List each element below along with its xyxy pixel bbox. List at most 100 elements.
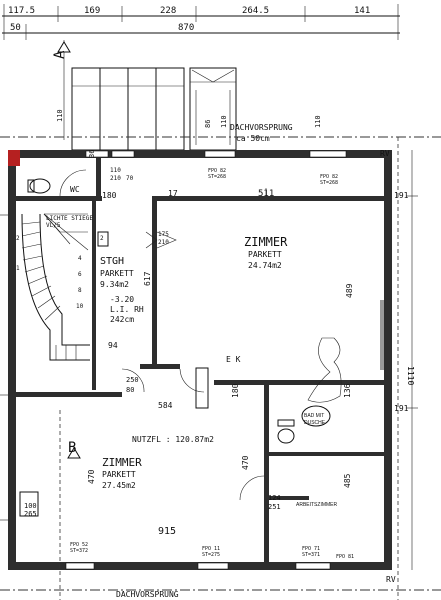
- rv-top: RV: [380, 149, 390, 158]
- dim-251: 251: [268, 503, 281, 511]
- dormer-dim-110c: 110: [314, 115, 322, 128]
- window-4-bot: ST=275: [202, 552, 220, 558]
- dim-136: 136: [343, 383, 352, 398]
- dim-870: 870: [178, 23, 194, 33]
- bath-room: BAD MIT DUSCHE 485: [277, 405, 352, 488]
- stair-rh: -3.20: [110, 295, 134, 304]
- roof-overhang-bottom: DACHVORSPRUNG: [116, 590, 179, 599]
- dim-100: 100: [24, 502, 37, 510]
- dormer-block: 110 110 110 86: [56, 67, 322, 151]
- dim-117-5: 117.5: [8, 6, 35, 16]
- stair-lirh: L.I. RH: [110, 305, 144, 314]
- dim-94: 94: [108, 341, 118, 350]
- shaft: [380, 300, 384, 370]
- section-b-marker: B: [59, 410, 81, 600]
- top-dimension-chain: 117.5 169 228 264.5 141 50 870: [2, 4, 400, 40]
- window-2-top: FPO 82: [320, 174, 338, 180]
- dim-180b: 180: [231, 383, 240, 398]
- dim-191-bottom: 191: [394, 404, 409, 413]
- hall-middle: 250 80 584 180 136: [121, 367, 352, 410]
- dim-915: 915: [158, 526, 176, 537]
- dim-489: 489: [345, 283, 354, 298]
- bottom-windows: FPO 52 ST=372 FPO 11 ST=275 FPO 71 ST=37…: [65, 542, 354, 570]
- roof-overhang-sub: ca 50cm: [236, 134, 270, 143]
- window-1-bot: ST=268: [208, 174, 226, 180]
- section-a-marker: A: [52, 40, 71, 140]
- lower-room: NUTZFL : 120.87m2 ZIMMER PARKETT 27.45m2…: [19, 435, 265, 537]
- interior-walls: [16, 158, 384, 570]
- stair-step-8: 8: [78, 287, 82, 294]
- section-a-label: A: [52, 50, 68, 59]
- study-name: ARBEITSZIMMER: [296, 502, 338, 508]
- section-b-label: B: [68, 440, 76, 456]
- stair-label-vl: VL/5: [46, 222, 61, 229]
- staircase: LICHTE STIEGE VL/5 1 2 4 6 8 10: [16, 213, 93, 361]
- dim-470b: 470: [241, 455, 250, 470]
- window-6-top: FPO 81: [336, 554, 354, 560]
- dim-180: 180: [102, 191, 117, 200]
- dim-17: 17: [168, 189, 178, 198]
- window-3-bot: ST=372: [70, 548, 88, 554]
- dim-110: 110: [110, 167, 121, 174]
- bath-sub: DUSCHE: [304, 420, 326, 426]
- chimney-marker: [8, 150, 20, 166]
- dim-141: 141: [354, 6, 370, 16]
- living-room: 511 ZIMMER PARKETT 24.74m2 489 E K 191: [226, 188, 409, 403]
- dim-70: 70: [126, 175, 134, 182]
- ek-label: E K: [226, 355, 241, 364]
- dim-80: 80: [126, 386, 134, 394]
- dormer-dim-110b: 110: [220, 115, 228, 128]
- stair-label-lichte: LICHTE STIEGE: [46, 215, 93, 222]
- dim-124: 124: [268, 494, 281, 502]
- nutzfl-total: NUTZFL : 120.87m2: [132, 435, 214, 444]
- dim-1110: 1110: [406, 366, 415, 385]
- dormer-dim-110a: 110: [56, 109, 64, 122]
- roof-overhang-top: DACHVORSPRUNG: [230, 123, 293, 132]
- window-2-bot: ST=268: [320, 180, 338, 186]
- dim-485: 485: [343, 473, 352, 488]
- roof-overhang-lines: DACHVORSPRUNG ca 50cm DACHVORSPRUNG: [0, 123, 441, 600]
- right-dimension: 1110 191 RV RV: [380, 149, 418, 584]
- dim-250: 250: [126, 376, 139, 384]
- dim-210: 210: [110, 175, 121, 182]
- living-area: 24.74m2: [248, 261, 282, 270]
- dim-617: 617: [143, 271, 152, 286]
- stgh-step-2: 2: [100, 235, 104, 242]
- dim-175: 175: [158, 231, 169, 238]
- dim-584: 584: [158, 401, 173, 410]
- room2-area: 27.45m2: [102, 481, 136, 490]
- window-5-bot: ST=371: [302, 552, 320, 558]
- stair-step-1: 1: [16, 265, 20, 272]
- left-ticks: [0, 214, 8, 521]
- stgh-area: 9.34m2: [100, 280, 129, 289]
- room2-floor: PARKETT: [102, 470, 136, 479]
- top-windows: FPO 82 ST=268 FPO 82 ST=268: [85, 150, 347, 186]
- window-4-top: FPO 11: [202, 546, 220, 552]
- stair-step-6: 6: [78, 271, 82, 278]
- stgh-name: STGH: [100, 256, 124, 267]
- wc-label: WC: [70, 185, 80, 194]
- stair-step-2: 2: [16, 235, 20, 242]
- bath-name: BAD MIT: [304, 413, 324, 419]
- dormer-dim-86: 86: [204, 120, 212, 128]
- rv-bottom: RV: [386, 575, 396, 584]
- room2-name: ZIMMER: [102, 456, 142, 469]
- window-3-top: FPO 52: [70, 542, 88, 548]
- living-name: ZIMMER: [244, 235, 288, 249]
- dim-210b: 210: [158, 239, 169, 246]
- dim-470a: 470: [87, 469, 96, 484]
- study-room: 124 251 ARBEITSZIMMER: [268, 494, 338, 511]
- dim-511: 511: [258, 189, 274, 199]
- dim-50: 50: [10, 23, 21, 33]
- dim-265: 265: [24, 510, 37, 518]
- window-1-top: FPO 82: [208, 168, 226, 174]
- dim-36: 36: [88, 150, 96, 158]
- stair-step-4: 4: [78, 255, 82, 262]
- dim-169: 169: [84, 6, 100, 16]
- stgh-floor: PARKETT: [100, 269, 134, 278]
- dim-228: 228: [160, 6, 176, 16]
- dim-264-5: 264.5: [242, 6, 269, 16]
- stairwell-room: STGH PARKETT 9.34m2 -3.20 L.I. RH 242cm …: [97, 231, 177, 350]
- stair-cm: 242cm: [110, 315, 134, 324]
